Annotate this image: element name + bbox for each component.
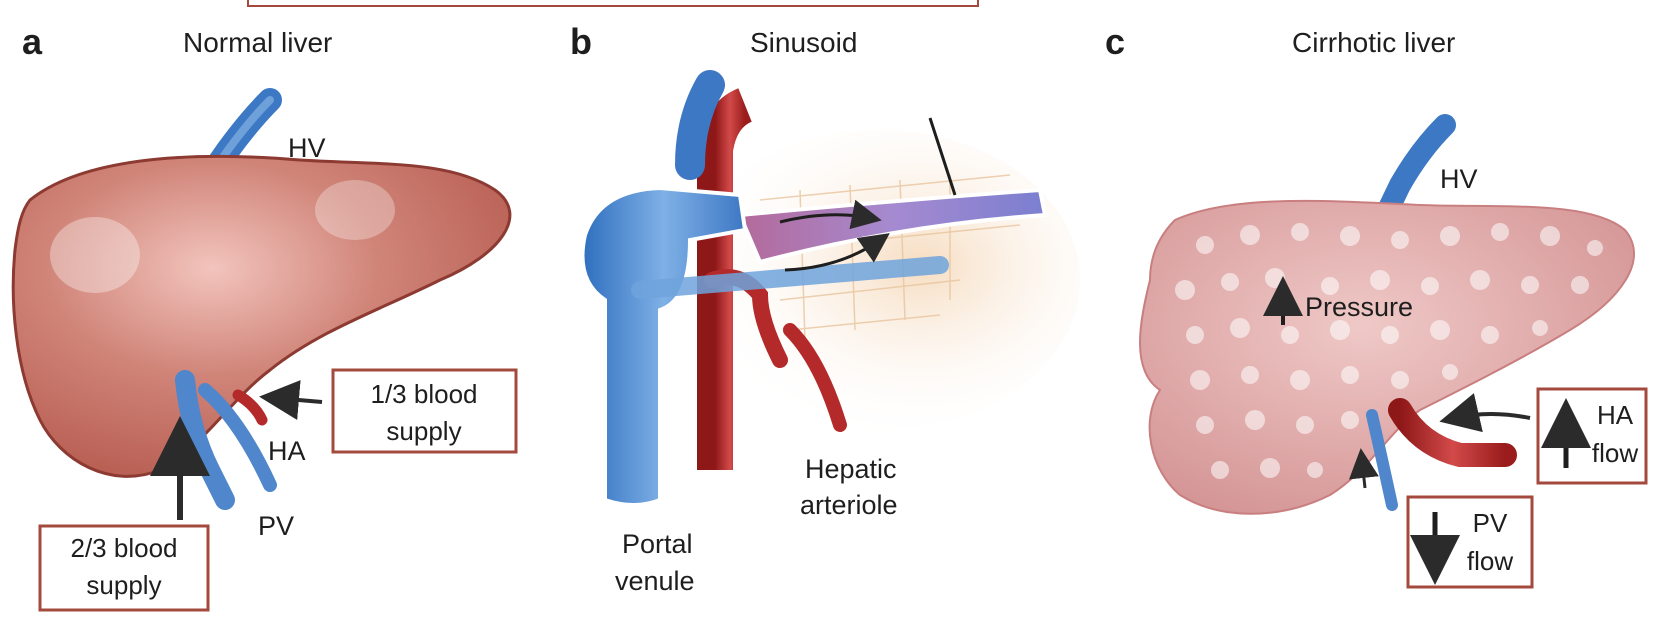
pv-supply-line2: supply — [86, 570, 161, 600]
label-pressure: Pressure — [1305, 292, 1413, 322]
ha-supply-box: 1/3 blood supply — [333, 370, 516, 452]
label-ha-a: HA — [268, 436, 306, 466]
ha-flow-line2: flow — [1592, 438, 1638, 468]
panel-a: a Normal liver HV HA PV 1/3 blood supply… — [13, 21, 516, 610]
ha-supply-line1: 1/3 blood — [371, 379, 478, 409]
pv-supply-box: 2/3 blood supply — [40, 526, 208, 610]
pv-flow-box: PV flow — [1408, 497, 1532, 587]
label-pv-a: PV — [258, 511, 294, 541]
pv-flow-line2: flow — [1467, 546, 1513, 576]
panel-a-letter: a — [22, 21, 43, 62]
label-hv-c: HV — [1440, 164, 1478, 194]
arrow-ha-c — [1455, 414, 1530, 418]
panel-b-title: Sinusoid — [750, 27, 857, 58]
hepatic-artery-a — [238, 395, 262, 420]
hepatic-vein-c — [1388, 125, 1445, 210]
panel-b: b Sinusoid Hepatic arteriole Portal venu… — [570, 21, 1080, 596]
ha-flow-box: HA flow — [1538, 389, 1646, 483]
top-cropped-frame — [248, 0, 978, 6]
label-hv-a: HV — [288, 133, 326, 163]
panel-c: c Cirrhotic liver H — [1105, 21, 1646, 587]
panel-a-title: Normal liver — [183, 27, 332, 58]
panel-c-title: Cirrhotic liver — [1292, 27, 1455, 58]
pv-supply-line1: 2/3 blood — [71, 533, 178, 563]
portal-venule-line1: Portal — [622, 529, 693, 559]
pv-flow-line1: PV — [1473, 508, 1508, 538]
ha-supply-line2: supply — [386, 416, 461, 446]
ha-flow-line1: HA — [1597, 400, 1634, 430]
portal-venule-line2: venule — [615, 566, 695, 596]
hepatic-arteriole-line2: arteriole — [800, 490, 898, 520]
hepatic-artery-c — [1400, 410, 1505, 455]
panel-c-letter: c — [1105, 21, 1125, 62]
arrow-ha-a — [275, 398, 322, 402]
panel-b-letter: b — [570, 21, 592, 62]
hepatic-arteriole-line1: Hepatic — [805, 454, 897, 484]
